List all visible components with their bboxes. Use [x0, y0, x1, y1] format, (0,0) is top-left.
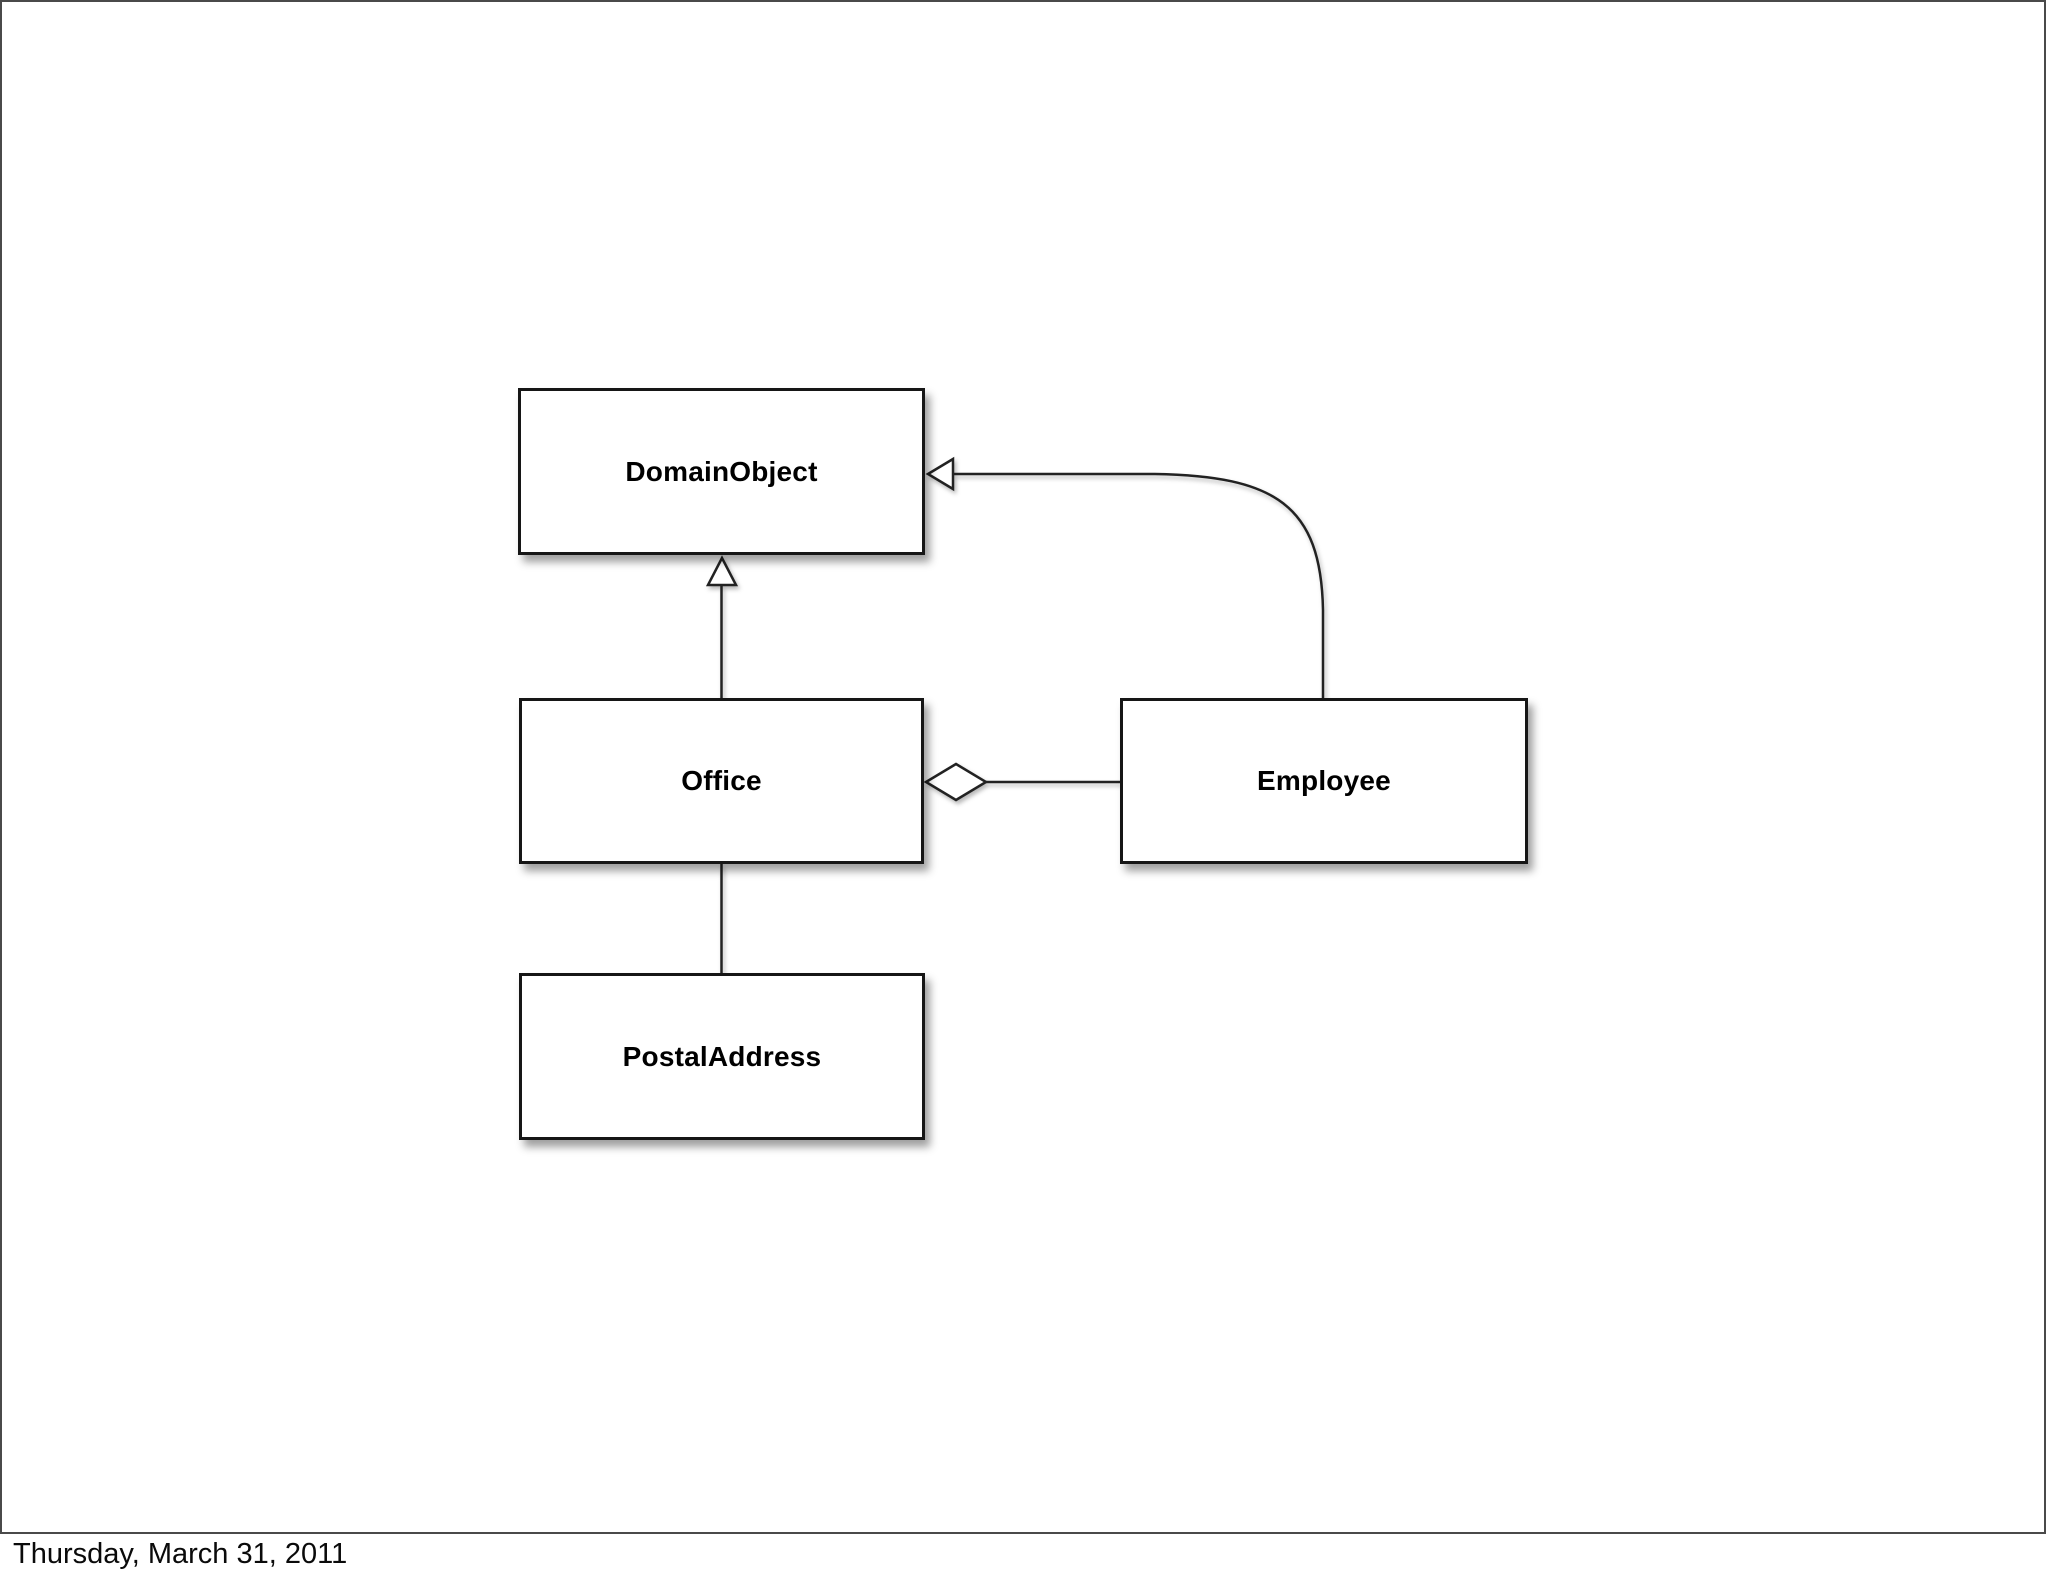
class-name-label: DomainObject: [625, 455, 818, 487]
slide-date-text: Thursday, March 31, 2011: [13, 1538, 348, 1570]
class-name-label: Employee: [1257, 765, 1391, 796]
class-node-employee: Employee: [1120, 698, 1528, 864]
class-name-label: PostalAddress: [622, 1040, 822, 1072]
class-node-postaladdress: PostalAddress: [519, 973, 925, 1140]
class-node-domainobject: DomainObject: [518, 388, 925, 555]
slide-frame-border: [0, 0, 2046, 1534]
class-node-office: Office: [519, 698, 924, 864]
class-name-label: Office: [681, 765, 762, 796]
